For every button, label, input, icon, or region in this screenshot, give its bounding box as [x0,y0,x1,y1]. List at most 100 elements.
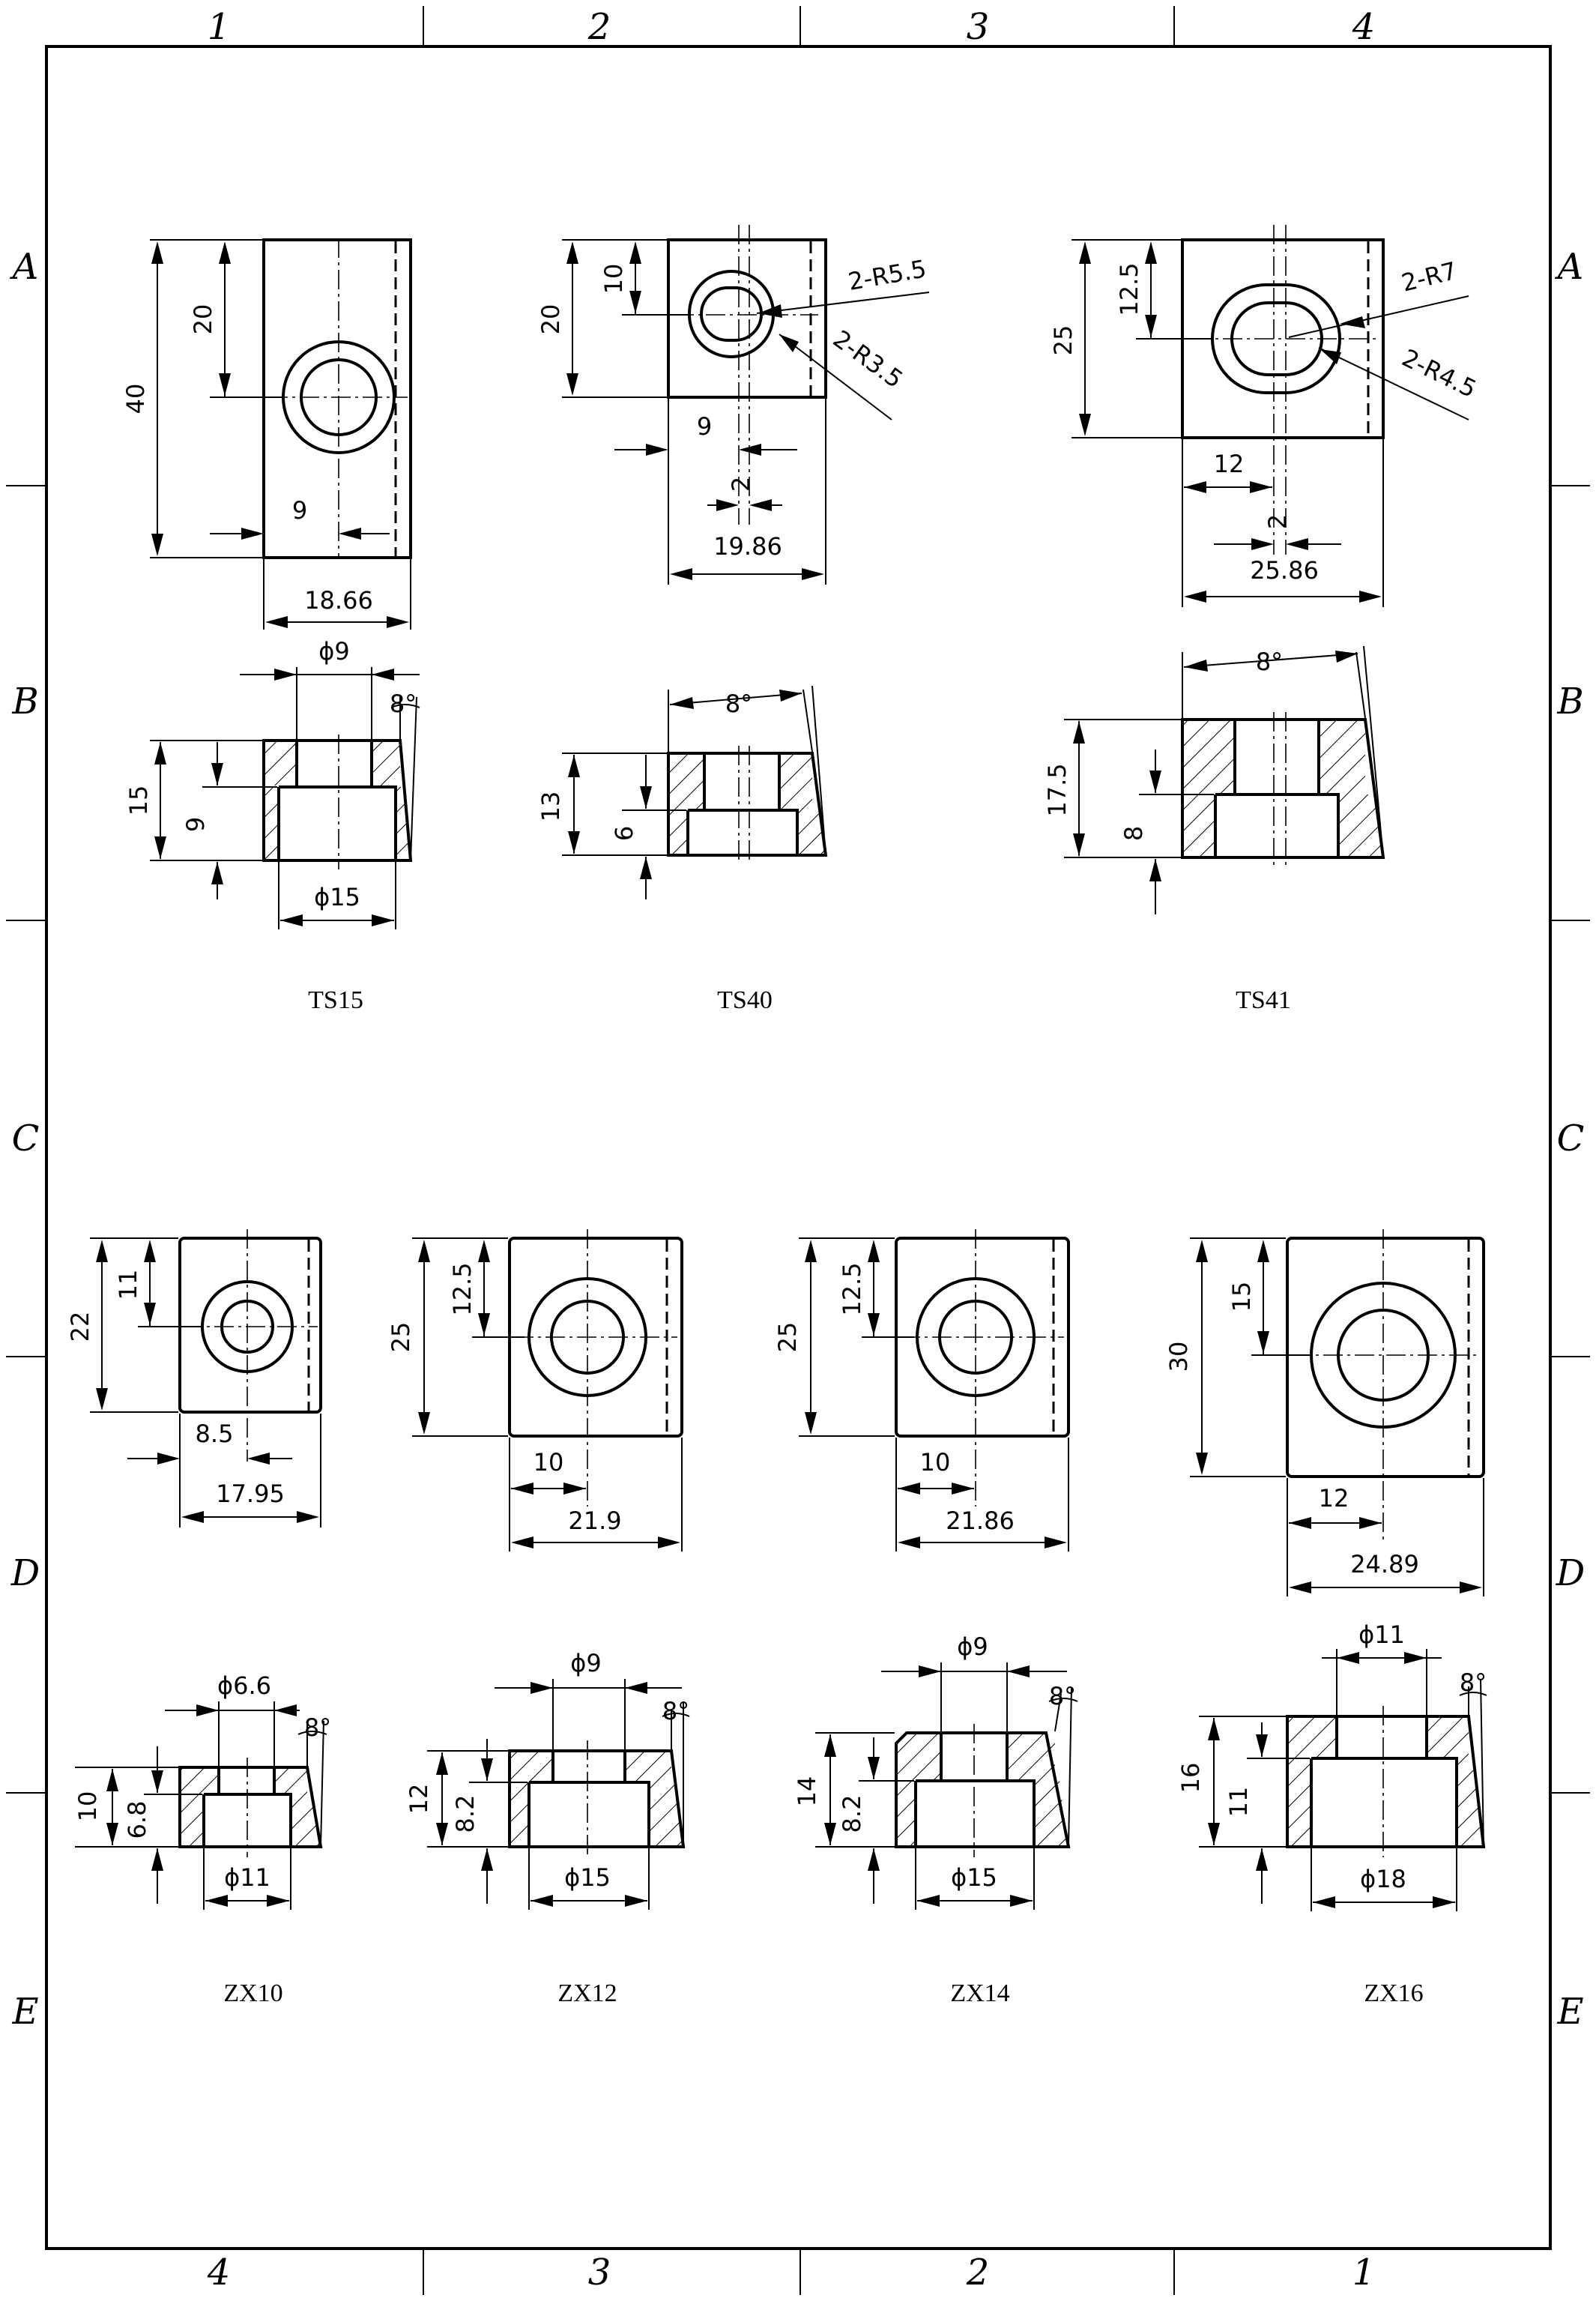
ts41-top-view: 25 12.5 12 2 25.86 2-R7 2-R4.5 [1049,225,1481,607]
zx16-section-view: ϕ11 ϕ18 16 11 8° [1176,1620,1487,1911]
part-ts15: 40 20 9 18.66 ϕ9 ϕ15 15 9 8° [121,238,420,1014]
zx10-dim-width: 17.95 [216,1480,285,1508]
ts41-dim-hole-pos: 12.5 [1115,262,1143,316]
zone-bottom-1: 1 [1352,2252,1376,2294]
zx14-dim-offset: 10 [920,1448,951,1477]
zx10-bore-profile [202,1767,292,1847]
zx10-top-view: 22 11 8.5 17.95 [66,1229,322,1528]
zone-top-2: 2 [587,6,611,48]
zx16-dim-hole-pos: 15 [1227,1282,1256,1312]
zone-bottom-4: 4 [207,2252,231,2294]
ts41-inner-slot [1230,301,1323,376]
zx12-dim-hole-pos: 12.5 [448,1262,477,1315]
ts40-dim-outer-radius: 2-R5.5 [846,254,928,296]
zx12-dim-angle: 8° [662,1697,689,1725]
ts15-dim-height: 40 [121,384,150,414]
ts15-dim-counterbore: ϕ15 [314,883,360,911]
ts40-dim-height: 20 [536,304,565,335]
ts40-dim-offset: 9 [697,412,712,441]
zx14-dim-height: 25 [773,1322,802,1353]
ts15-block-outline [262,238,412,559]
ts40-block-outline [667,238,827,399]
zone-left-a: A [10,246,39,288]
zx12-dim-counterbore: ϕ15 [564,1863,611,1892]
ts15-dim-cb-depth: 9 [181,817,210,832]
zx14-dim-cb-depth: 8.2 [838,1795,866,1833]
zx14-top-view: 25 12.5 10 21.86 [773,1229,1070,1551]
ts40-dim-height: 13 [536,791,565,822]
zx12-dim-cb-depth: 8.2 [451,1795,480,1833]
ts15-top-view: 40 20 9 18.66 [121,238,412,630]
zx10-dim-hole-pos: 11 [114,1270,142,1300]
ts41-dim-outer-radius: 2-R7 [1399,256,1460,298]
ts41-dim-angle: 8° [1256,648,1283,676]
zone-right-e: E [1556,1991,1583,2033]
zx14-section-view: ϕ9 ϕ15 14 8.2 8° [793,1632,1078,1910]
inner-border [45,45,1552,2250]
zx14-bore-profile [914,1733,1036,1847]
ts40-dim-width: 19.86 [713,532,782,561]
zx10-dim-angle: 8° [304,1713,331,1742]
ts15-dim-width: 18.66 [304,586,373,615]
zx16-top-view: 30 15 12 24.89 [1164,1229,1485,1596]
ts15-dim-angle: 8° [390,690,417,718]
zx16-dim-angle: 8° [1460,1668,1487,1697]
zone-right-b: B [1556,681,1583,723]
part-zx10: 22 11 8.5 17.95 ϕ6.6 ϕ11 10 6.8 [66,1229,331,2007]
ts40-top-view: 20 10 9 2 19.86 2-R5.5 2-R3.5 [536,225,930,585]
zone-left-b: B [11,681,38,723]
ts41-dim-height: 17.5 [1043,763,1071,816]
zone-left-e: E [11,1991,38,2033]
ts15-dim-offset: 9 [292,496,307,525]
ts40-part-label: TS40 [717,986,773,1014]
ts41-dim-width: 25.86 [1250,556,1319,585]
ts40-dim-gap: 2 [727,477,755,492]
ts41-dim-offset: 12 [1214,450,1245,478]
zx10-dim-bore: ϕ6.6 [217,1671,271,1700]
zx16-dim-height: 16 [1176,1763,1205,1794]
zx10-part-label: ZX10 [223,1979,282,2007]
zx10-section-view: ϕ6.6 ϕ11 10 6.8 8° [73,1671,331,1910]
ts41-dim-gap: 2 [1263,514,1292,529]
ts40-dim-inner-radius: 2-R3.5 [828,325,908,393]
zx12-dim-offset: 10 [533,1448,564,1477]
zone-bottom-2: 2 [966,2252,990,2294]
zx10-dim-counterbore: ϕ11 [224,1863,270,1892]
zx14-dim-height: 14 [793,1776,821,1807]
zx14-part-label: ZX14 [950,1979,1009,2007]
zx14-dim-angle: 8° [1049,1682,1076,1710]
ts15-part-label: TS15 [308,986,363,1014]
zone-tick-marks [6,6,1590,2295]
part-zx16: 30 15 12 24.89 ϕ11 ϕ18 16 11 8 [1164,1229,1487,2007]
zx14-section-outline [895,1731,1071,1848]
zx12-dim-height: 12 [405,1784,433,1815]
zx14-dim-width: 21.86 [946,1507,1015,1535]
ts41-dim-cb-depth: 8 [1119,826,1148,841]
ts15-dim-bore: ϕ9 [318,637,349,666]
zx16-dim-cb-depth: 11 [1224,1787,1253,1818]
zone-right-c: C [1557,1118,1585,1159]
zx16-dim-counterbore: ϕ18 [1360,1865,1406,1893]
zone-top-3: 3 [967,6,990,48]
zx10-dim-offset: 8.5 [196,1420,234,1448]
zx10-dim-height: 22 [66,1312,94,1342]
ts40-dim-cb-depth: 6 [610,826,638,841]
ts40-dim-angle: 8° [725,690,752,718]
zx16-part-label: ZX16 [1364,1979,1423,2007]
zx10-dim-height: 10 [73,1791,102,1822]
part-zx14: 25 12.5 10 21.86 ϕ9 ϕ15 14 8.2 [773,1229,1078,2007]
zx10-dim-cb-depth: 6.8 [123,1801,151,1839]
ts40-bore-profile [686,753,799,855]
zx10-block-outline [178,1237,322,1414]
zx12-section-view: ϕ9 ϕ15 12 8.2 8° [405,1649,690,1910]
zx16-dim-offset: 12 [1319,1484,1349,1513]
zone-left-d: D [10,1552,40,1594]
ts40-dim-hole-pos: 10 [599,264,628,295]
ts15-dim-height: 15 [124,785,153,816]
zx12-dim-bore: ϕ9 [570,1649,601,1677]
part-ts40: 20 10 9 2 19.86 2-R5.5 2-R3.5 8° 13 [536,225,930,1014]
zone-top-4: 4 [1352,6,1376,48]
ts15-bore-profile [277,741,397,860]
zx16-bore-profile [1310,1716,1458,1847]
